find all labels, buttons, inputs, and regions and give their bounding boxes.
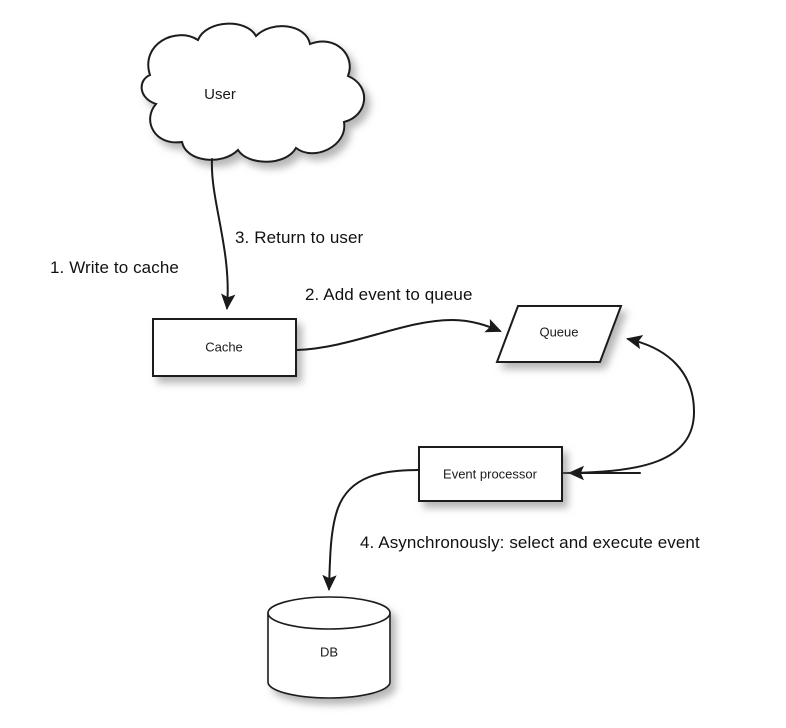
edge-cache-to-queue-path <box>296 318 502 351</box>
cloud-shape <box>140 22 365 163</box>
step-label-4: 4. Asynchronously: select and execute ev… <box>360 533 700 552</box>
db-top-ellipse <box>267 596 391 630</box>
node-db-label: DB <box>320 644 338 659</box>
step-label-1: 1. Write to cache <box>50 258 179 277</box>
edge-processor-to-db-path <box>322 469 419 591</box>
node-queue-label: Queue <box>539 324 578 339</box>
edge-processor-to-queue[interactable] <box>562 335 696 474</box>
cache-shape <box>152 318 297 377</box>
db-body-shape <box>267 612 391 699</box>
queue-shape <box>495 305 623 363</box>
node-event-processor-label: Event processor <box>443 466 538 481</box>
edge-processor-to-queue-path <box>562 335 696 474</box>
edge-cache-to-queue[interactable] <box>296 318 502 351</box>
node-user[interactable]: User <box>140 22 365 163</box>
node-db[interactable]: DB <box>267 596 391 699</box>
node-event-processor[interactable]: Event processor <box>418 446 563 502</box>
node-cache[interactable]: Cache <box>152 318 297 377</box>
node-queue[interactable]: Queue <box>495 305 623 363</box>
node-user-label: User <box>204 86 236 103</box>
node-cache-label: Cache <box>205 339 243 354</box>
event-processor-shape <box>418 446 563 502</box>
step-label-3: 3. Return to user <box>235 228 364 247</box>
step-label-2: 2. Add event to queue <box>305 285 473 304</box>
edge-processor-to-db[interactable] <box>322 469 419 591</box>
edge-user-to-cache-path <box>210 158 236 310</box>
edge-user-to-cache[interactable] <box>210 158 236 310</box>
